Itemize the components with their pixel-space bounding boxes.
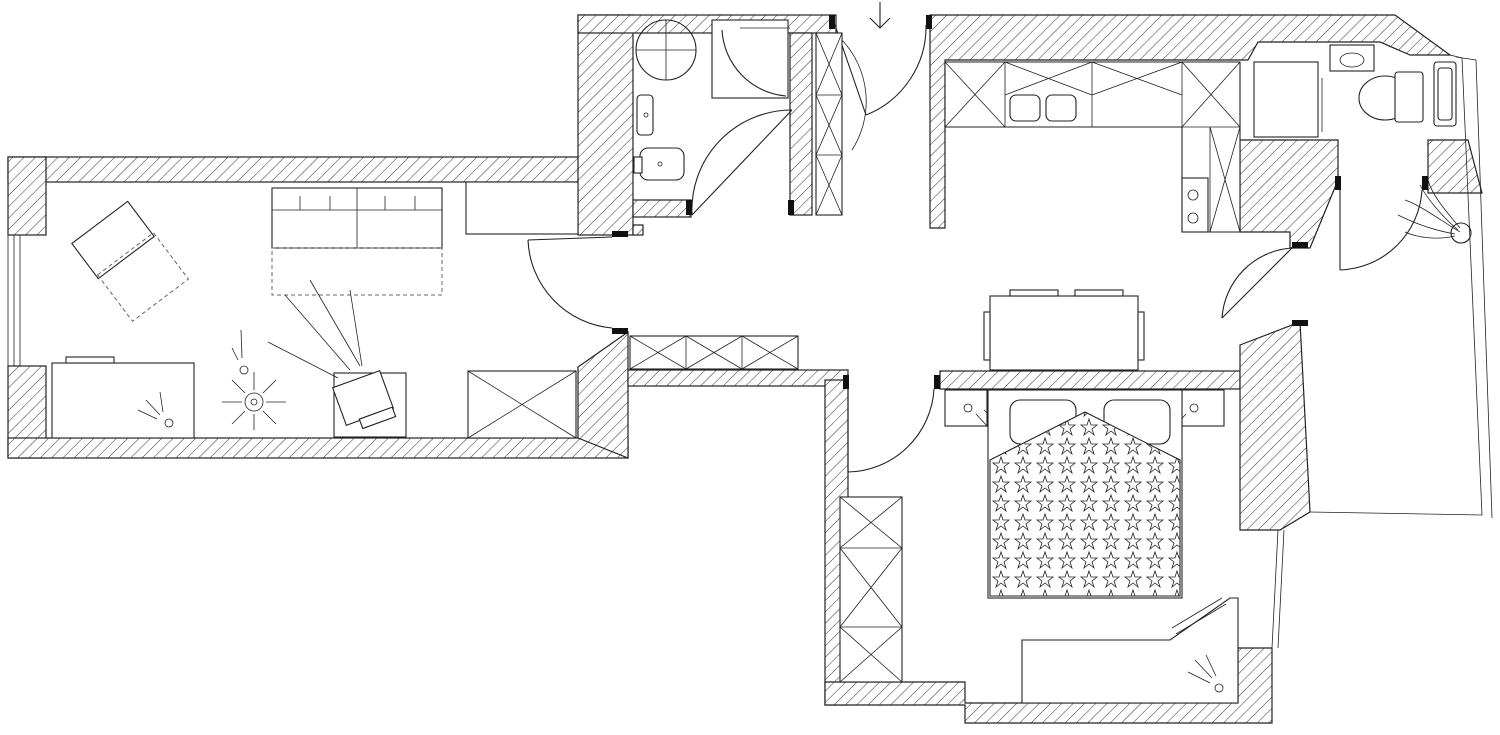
desk[interactable] [51, 356, 195, 439]
entrance-door[interactable] [834, 24, 927, 116]
living-bottom-wall [7, 437, 629, 459]
shower-cabin[interactable] [711, 19, 790, 99]
double-bed[interactable] [987, 389, 1183, 599]
door-jambs [612, 15, 1428, 389]
living-room-door[interactable] [527, 236, 613, 329]
corner-desk[interactable] [1021, 597, 1239, 704]
hall-corner-wall [632, 224, 644, 236]
bath-left-wall [577, 14, 634, 236]
living-right-wall [577, 330, 629, 459]
balcony-railing [1271, 54, 1493, 649]
kitchen-side-door[interactable] [1221, 247, 1293, 319]
windows [7, 54, 1493, 649]
storage-box[interactable] [467, 370, 577, 439]
bath-top-wall [577, 14, 837, 34]
wc-partition-wall [1427, 139, 1483, 194]
living-window [7, 235, 21, 366]
kitchen [944, 61, 1241, 233]
living-room [51, 181, 579, 439]
bedroom-right-wall [1239, 321, 1311, 531]
sofa[interactable] [271, 187, 443, 296]
middle-wall [627, 369, 849, 387]
bathtub[interactable] [1433, 61, 1457, 127]
kitchen-right-wall [1239, 139, 1339, 249]
doors [527, 24, 1423, 473]
bathroom [633, 19, 867, 216]
round-shower-icon [635, 19, 697, 81]
sink-icon [1009, 94, 1077, 122]
plant-icon [1397, 179, 1472, 244]
lounge-chair[interactable] [71, 200, 190, 322]
bedroom [839, 389, 1239, 704]
wardrobe-hall[interactable] [815, 32, 867, 216]
hall-cabinets[interactable] [629, 335, 799, 370]
living-top-wall [7, 156, 581, 183]
bath-bottom-wall [632, 199, 692, 218]
bedroom-door[interactable] [847, 388, 935, 473]
wc-washbasin[interactable] [1329, 44, 1375, 72]
arrow-down-icon [869, 2, 891, 29]
toilet-icon [1358, 71, 1424, 123]
bedroom-wardrobe[interactable] [839, 496, 903, 683]
dining-area [983, 289, 1145, 371]
wc-door[interactable] [1339, 189, 1423, 271]
kitchen-top-wall [929, 14, 1452, 229]
bedspread [989, 411, 1181, 597]
washbasin[interactable] [636, 94, 654, 136]
living-left-wall-upper [7, 156, 47, 236]
stove-icon [1181, 177, 1209, 233]
floor-lamp-icon [222, 329, 286, 430]
wc-cabinet[interactable] [1253, 61, 1319, 138]
tv-cabinet[interactable] [267, 279, 407, 438]
bathroom-door[interactable] [691, 109, 793, 216]
wc [1253, 44, 1472, 244]
bath-divider-wall [789, 32, 813, 216]
dining-table[interactable] [983, 289, 1145, 371]
side-shelf[interactable] [465, 181, 579, 235]
bedroom-top-wall [939, 370, 1241, 390]
bidet[interactable] [633, 147, 685, 181]
